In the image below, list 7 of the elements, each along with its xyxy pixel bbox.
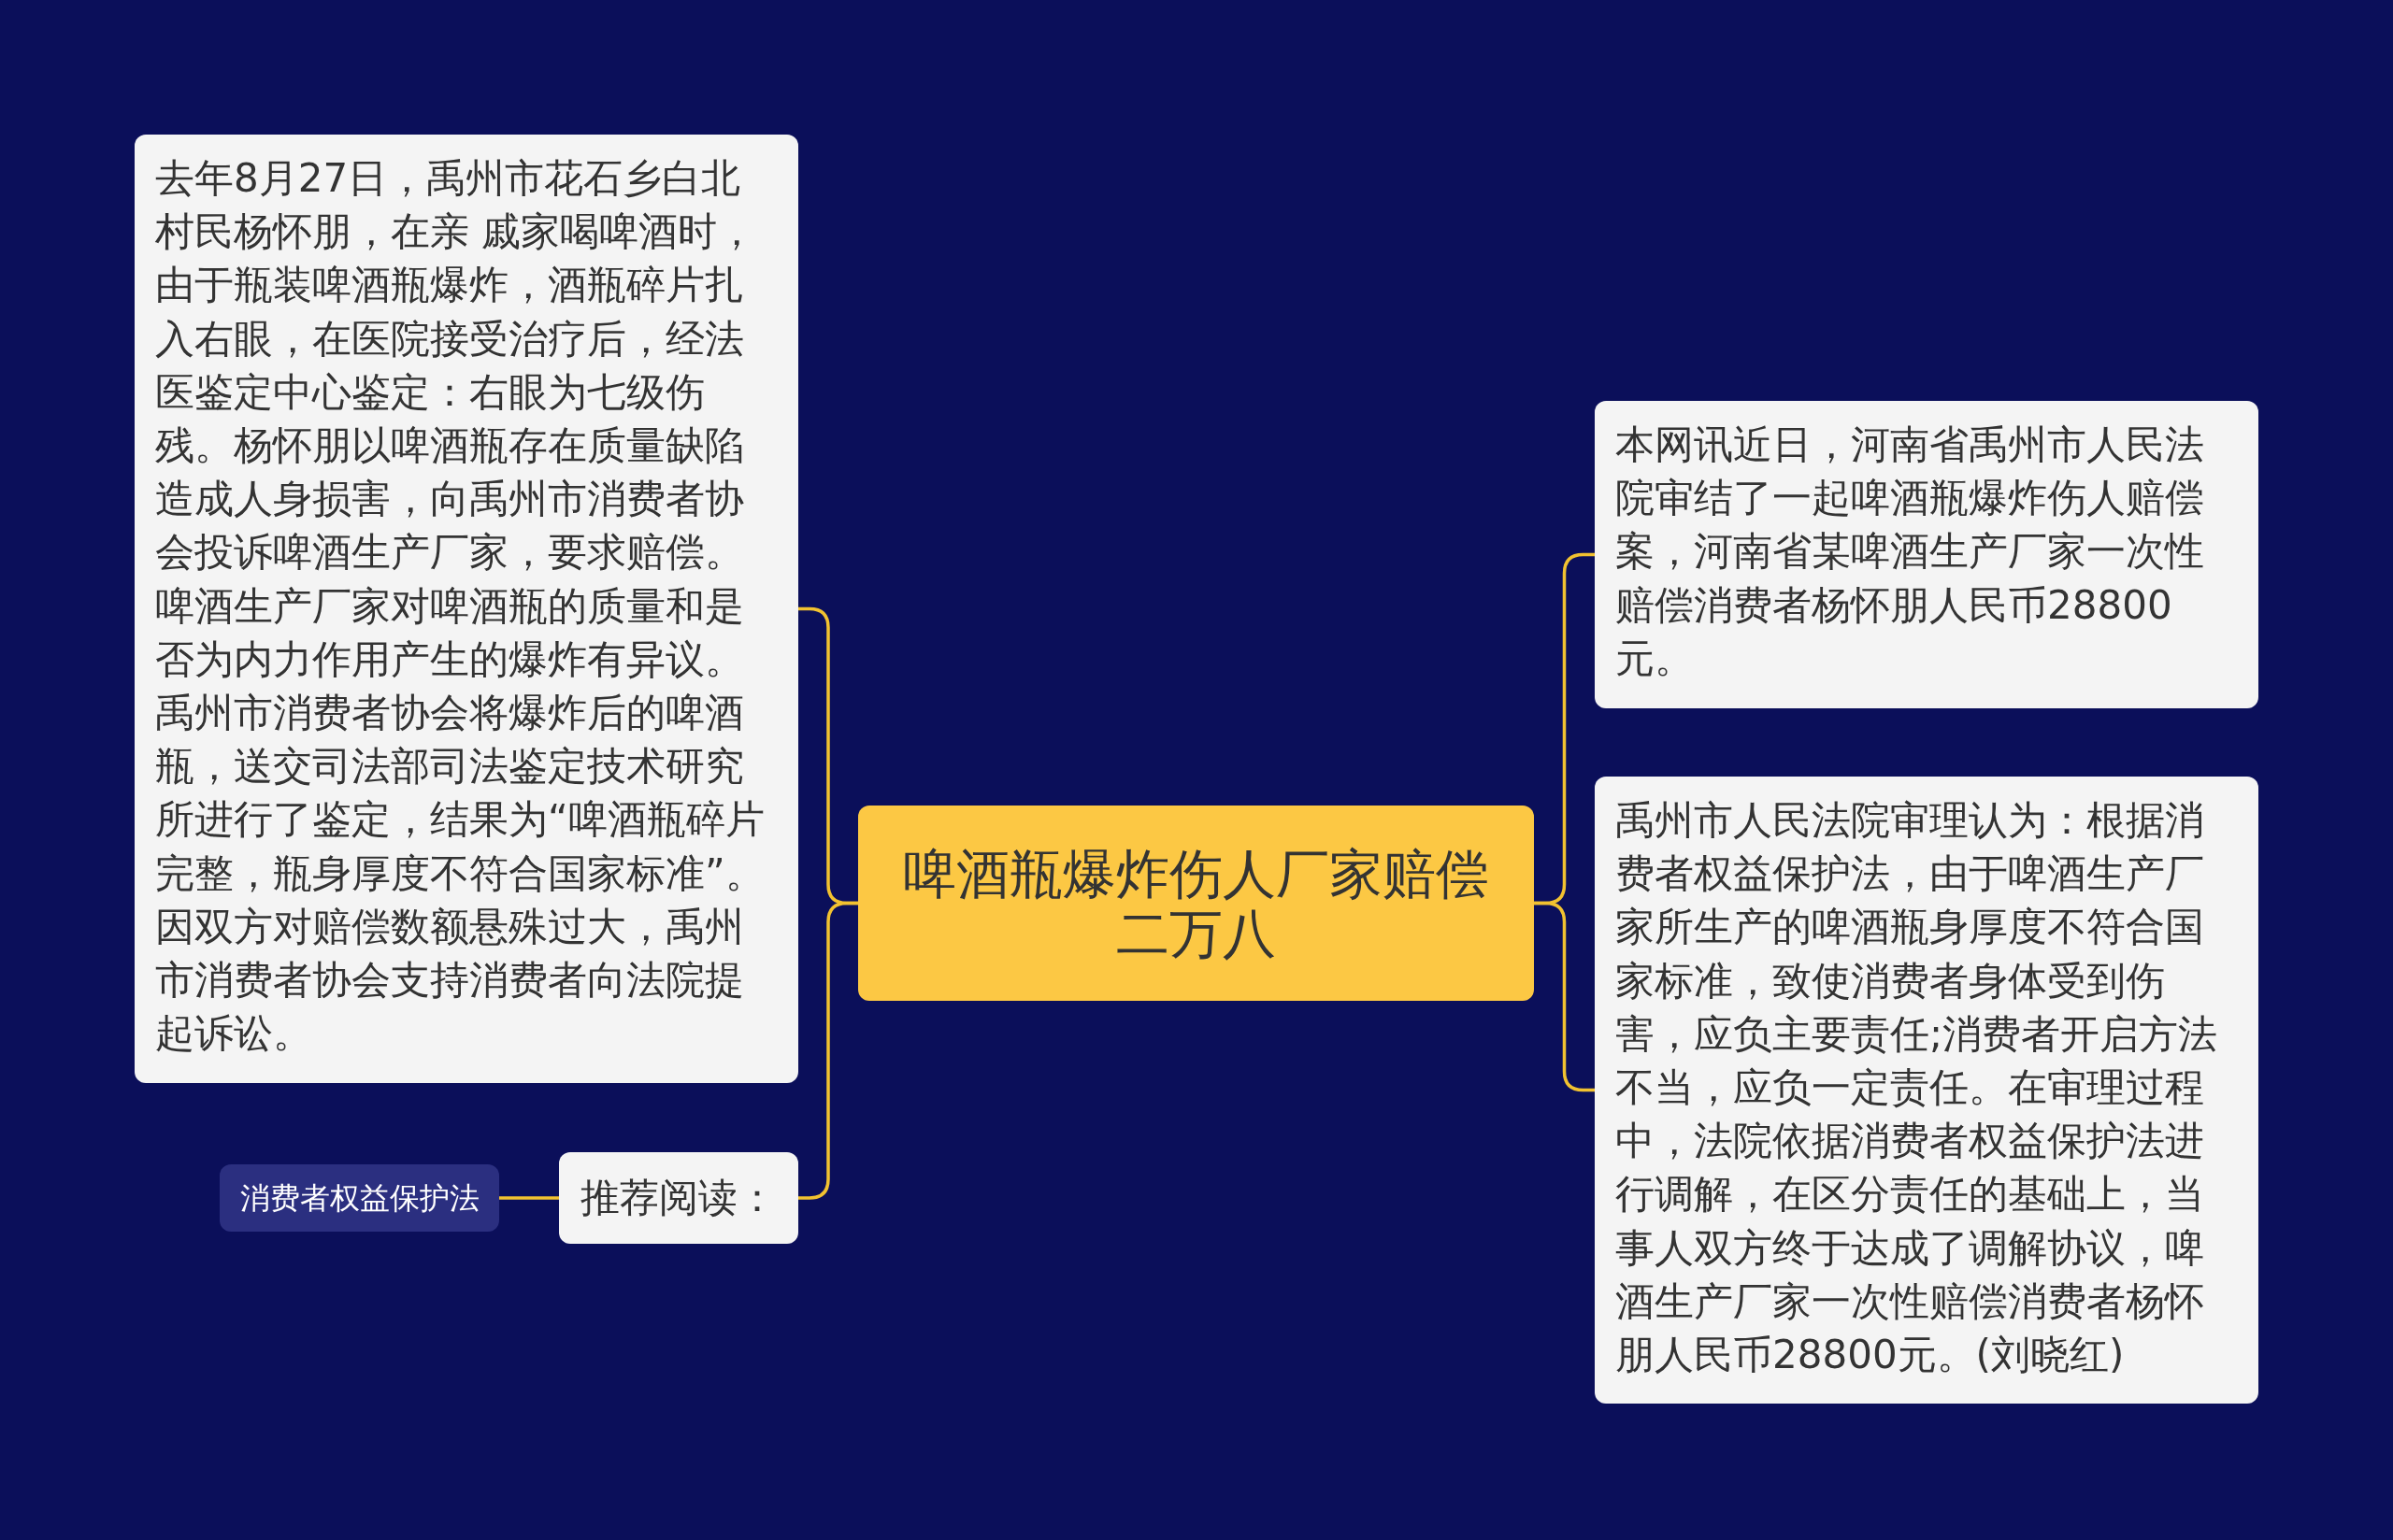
text-card: 推荐阅读： [559,1152,798,1244]
topic-box: 啤酒瓶爆炸伤人厂家赔偿二万八 [858,806,1534,1001]
text-card: 去年8月27日，禹州市花石乡白北村民杨怀朋，在亲 戚家喝啤酒时，由于瓶装啤酒瓶爆炸，酒瓶碎片扎入右眼，在医院接受治疗后，经法医鉴定中心鉴定：右眼为七级伤残。杨怀朋以啤酒瓶存在质量缺陷造成人身损害，向禹州市消费者协会投诉啤酒生产厂家，要求赔偿。啤酒生产厂家对啤酒瓶的质量和是否为内力作用产生的爆炸有异议。禹州市消费者协会将爆炸后的啤酒瓶，送交司法部司法鉴定技术研究所进行了鉴定，结果为“啤酒瓶碎片完整，瓶身厚度不符合国家标准”。因双方对赔偿数额悬殊过大，禹州市消费者协会支持消费者向法院提起诉讼。 [135,135,798,1083]
text-card: 本网讯近日，河南省禹州市人民法院审结了一起啤酒瓶爆炸伤人赔偿案，河南省某啤酒生产厂家一次性赔偿消费者杨怀朋人民币28800元。 [1595,401,2258,708]
tag-box: 消费者权益保护法 [220,1164,499,1232]
text-card: 禹州市人民法院审理认为：根据消费者权益保护法，由于啤酒生产厂家所生产的啤酒瓶身厚度不符合国家标准，致使消费者身体受到伤害，应负主要责任;消费者开启方法不当，应负一定责任。在审理过程中，法院依据消费者权益保护法进行调解，在区分责任的基础上，当事人双方终于达成了调解协议，啤酒生产厂家一次性赔偿消费者杨怀朋人民币28800元。(刘晓红) [1595,777,2258,1404]
connector-line [499,1196,559,1200]
